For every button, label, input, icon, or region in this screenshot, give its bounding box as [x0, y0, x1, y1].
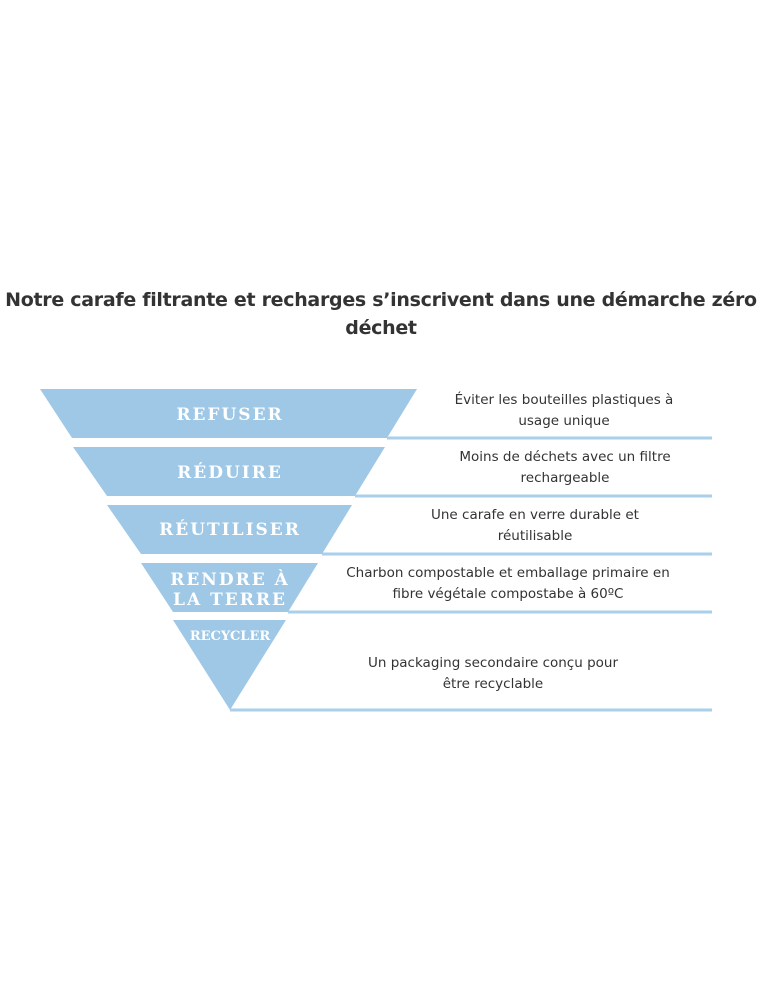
level-label: REFUSER	[176, 405, 284, 425]
band-reutiliser	[107, 505, 352, 554]
level-description: Un packaging secondaire conçu pour être …	[367, 655, 619, 692]
level-description: Éviter les bouteilles plastiques à usage…	[454, 392, 674, 429]
band-refuser	[40, 389, 417, 438]
level-label: RECYCLER	[189, 629, 271, 644]
level-label: RENDRE À LA TERRE	[170, 570, 290, 610]
page-title: Notre carafe filtrante et recharges s’in…	[5, 289, 757, 339]
level-label: RÉUTILISER	[159, 520, 301, 540]
band-reduire	[73, 447, 385, 496]
level-description: Une carafe en verre durable et réutilisa…	[431, 507, 639, 544]
band-rendre	[141, 563, 318, 612]
level-label: RÉDUIRE	[177, 463, 283, 483]
band-recycler	[173, 620, 286, 710]
level-description: Moins de déchets avec un filtre recharge…	[459, 449, 671, 486]
level-description: Charbon compostable et emballage primair…	[346, 565, 670, 602]
